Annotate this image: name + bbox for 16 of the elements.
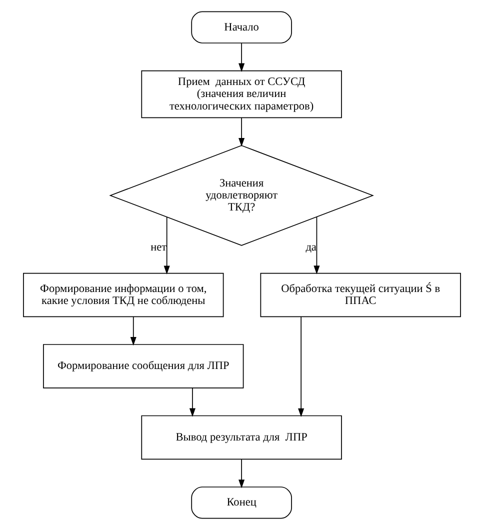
- node-box: Прием данных от ССУСД (значения величин технологических параметров): [140, 70, 342, 118]
- arrow: [163, 216, 170, 274]
- node-box: Формирование информации о том, какие условия ТКД не соблюдены: [22, 272, 224, 318]
- arrow: [238, 42, 244, 72]
- node-box: Начало: [190, 11, 292, 44]
- node-box: Обработка текущей ситуации Ś в ППАС: [260, 272, 460, 318]
- arrow: [238, 459, 244, 488]
- arrow: [188, 388, 196, 417]
- arrow: [298, 316, 304, 418]
- arrow: [238, 117, 244, 147]
- arrow: [130, 316, 136, 346]
- arrow: [313, 216, 320, 274]
- node-box: Конец: [190, 486, 292, 519]
- node-box: Вывод результата для ЛПР: [140, 415, 342, 460]
- node-diamond: Значения удовлетворяют ТКД?: [108, 145, 374, 246]
- node-box: Формирование сообщения для ЛПР: [42, 344, 244, 388]
